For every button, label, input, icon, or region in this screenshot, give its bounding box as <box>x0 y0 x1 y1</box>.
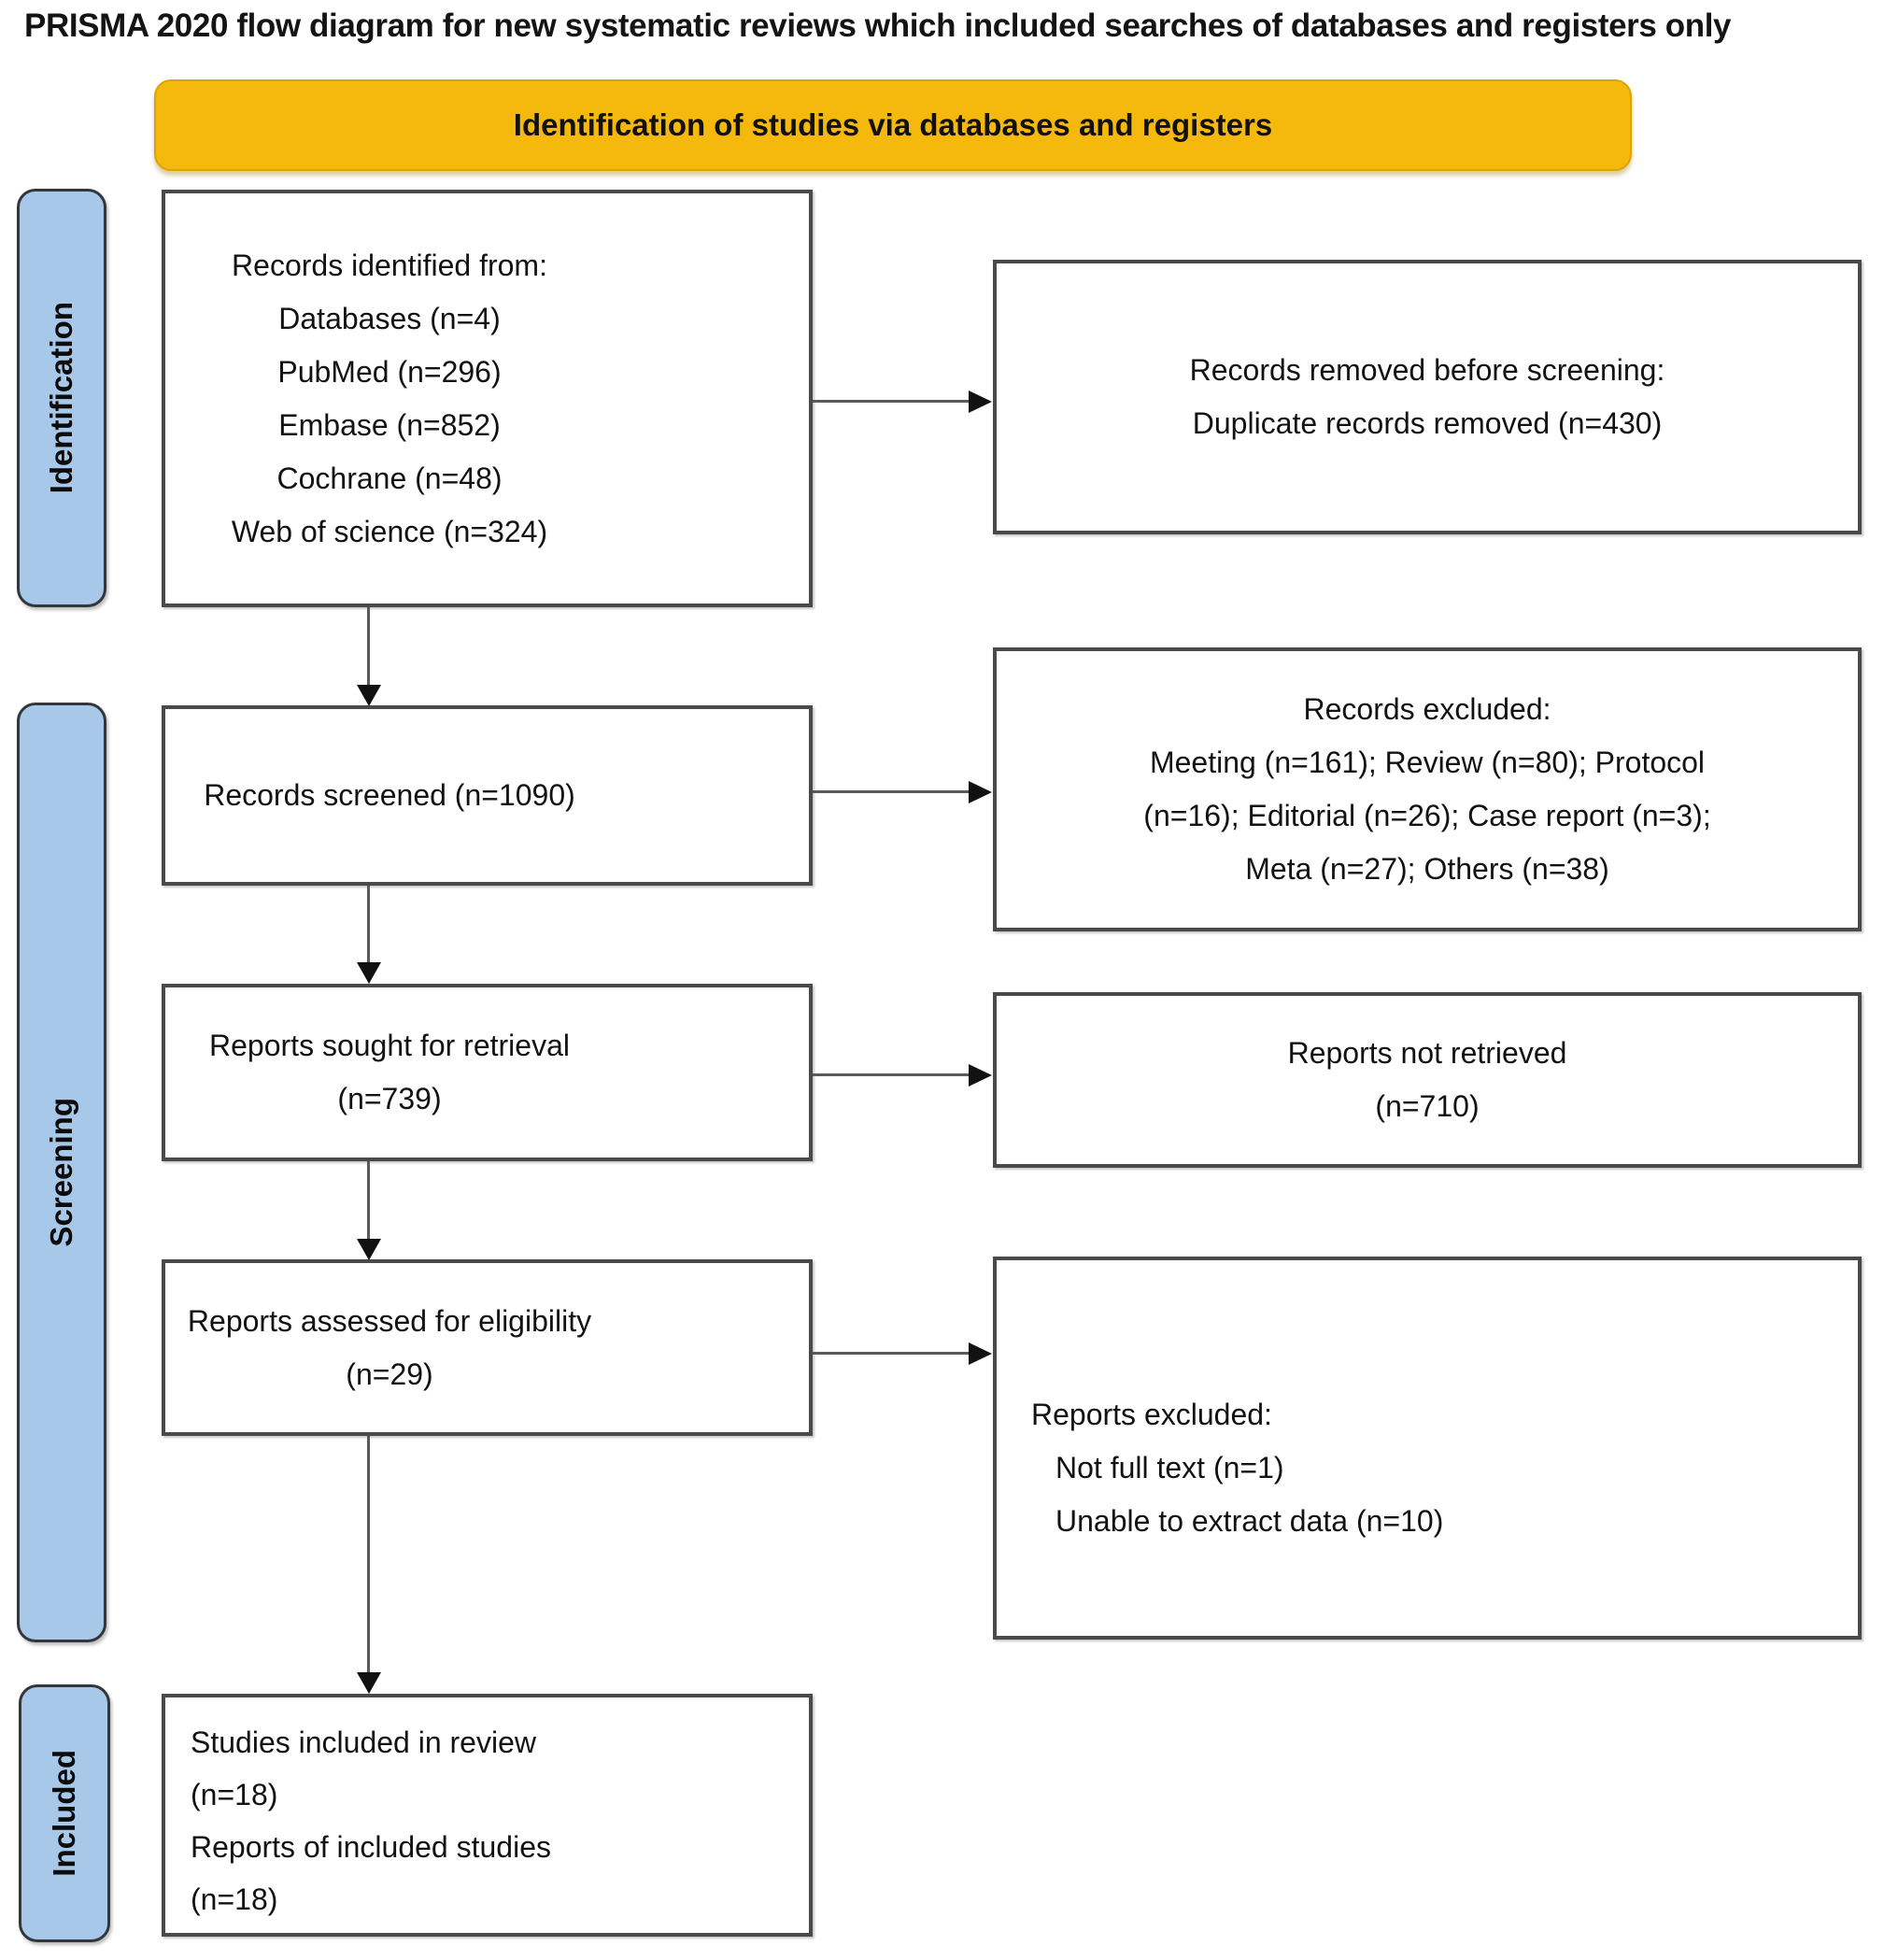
reports-excluded-box: Reports excluded: Not full text (n=1) Un… <box>993 1257 1862 1640</box>
records-removed-box: Records removed before screening: Duplic… <box>993 260 1862 534</box>
records-identified-box: Records identified from: Databases (n=4)… <box>162 190 813 607</box>
box-line: Web of science (n=324) <box>231 514 548 548</box>
box-line: Not full text (n=1) <box>1055 1450 1284 1484</box>
arrow-assessed-to-reports-excluded <box>813 1352 970 1355</box>
arrowhead-down-icon <box>357 1672 381 1694</box>
arrow-identified-to-removed <box>813 400 970 403</box>
box-line: Records screened (n=1090) <box>204 778 575 812</box>
stage-label-identification: Identification <box>17 189 106 607</box>
stage-label-text: Included <box>47 1750 81 1877</box>
records-excluded-box: Records excluded: Meeting (n=161); Revie… <box>993 647 1862 931</box>
stage-label-screening: Screening <box>17 703 106 1642</box>
box-line: Unable to extract data (n=10) <box>1055 1503 1444 1538</box>
box-line: (n=18) <box>191 1882 278 1916</box>
identification-banner: Identification of studies via databases … <box>154 79 1632 171</box>
box-line: Meeting (n=161); Review (n=80); Protocol <box>1149 746 1706 779</box>
box-line: (n=739) <box>337 1082 442 1115</box>
arrow-assessed-to-included <box>367 1436 370 1674</box>
arrow-sought-to-not-retrieved <box>813 1073 970 1076</box>
box-line: PubMed (n=296) <box>277 354 502 389</box>
box-line: Reports assessed for eligibility <box>187 1303 592 1338</box>
arrow-screened-to-excluded <box>813 790 970 793</box>
box-line: Records removed before screening: <box>1189 353 1665 387</box>
box-line: Databases (n=4) <box>278 301 501 335</box>
box-line: Embase (n=852) <box>278 407 501 442</box>
box-line: Meta (n=27); Others (n=38) <box>1245 852 1609 886</box>
box-line: Records excluded: <box>1303 692 1551 726</box>
reports-not-retrieved-box: Reports not retrieved (n=710) <box>993 992 1862 1168</box>
box-line: (n=18) <box>191 1778 278 1811</box>
box-line: Reports not retrieved <box>1287 1036 1567 1070</box>
box-line: (n=29) <box>346 1356 433 1391</box>
box-line: (n=16); Editorial (n=26); Case report (n… <box>1143 799 1711 832</box>
arrow-screened-to-sought <box>367 886 370 964</box>
box-line: Reports of included studies <box>191 1830 551 1864</box>
arrowhead-down-icon <box>357 962 381 984</box>
arrowhead-right-icon <box>969 781 992 803</box>
stage-label-text: Screening <box>44 1098 78 1247</box>
arrow-sought-to-assessed <box>367 1161 370 1241</box>
arrowhead-right-icon <box>969 1064 992 1087</box>
records-screened-box: Records screened (n=1090) <box>162 705 813 886</box>
arrowhead-down-icon <box>357 1239 381 1260</box>
arrowhead-down-icon <box>357 685 381 706</box>
reports-assessed-box: Reports assessed for eligibility (n=29) <box>162 1259 813 1436</box>
arrowhead-right-icon <box>969 1342 992 1365</box>
arrow-identified-to-screened <box>367 607 370 687</box>
box-line: Records identified from: <box>232 248 547 282</box>
arrowhead-right-icon <box>969 391 992 413</box>
studies-included-box: Studies included in review (n=18) Report… <box>162 1694 813 1937</box>
stage-label-text: Identification <box>44 302 78 494</box>
box-line: Duplicate records removed (n=430) <box>1192 406 1663 440</box>
box-line: Reports sought for retrieval <box>209 1029 570 1062</box>
box-line: Studies included in review <box>191 1726 536 1759</box>
page-title: PRISMA 2020 flow diagram for new systema… <box>24 7 1732 44</box>
box-line: Cochrane (n=48) <box>276 461 503 495</box>
box-line: (n=710) <box>1375 1089 1480 1123</box>
reports-sought-box: Reports sought for retrieval (n=739) <box>162 984 813 1161</box>
box-line: Reports excluded: <box>1031 1397 1272 1431</box>
banner-label: Identification of studies via databases … <box>513 107 1273 142</box>
stage-label-included: Included <box>19 1684 110 1942</box>
